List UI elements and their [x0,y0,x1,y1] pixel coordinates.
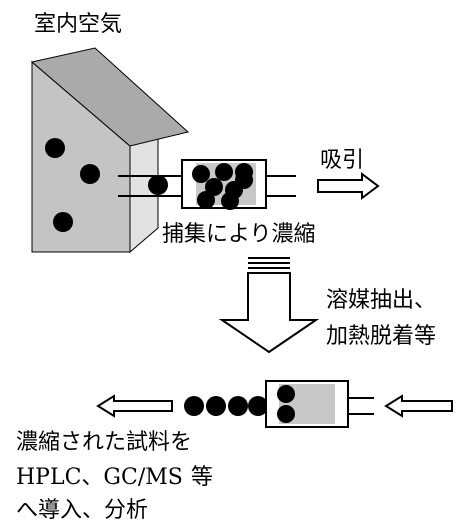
output-arrow [96,394,173,418]
instrument-names: HPLC、GC/MS [16,465,183,490]
particle [277,385,295,403]
particle [205,178,223,196]
room-roof [30,47,190,147]
particle [45,138,65,158]
extraction-label-line2: 加熱脱着等 [326,324,437,349]
result-label-line3: へ導入、分析 [16,498,149,523]
eluted-particles [184,396,268,416]
particle [197,191,215,209]
collection-cartridge [181,159,267,210]
particle-in-tube [148,175,168,195]
suction-label: 吸引 [320,148,365,173]
particle [53,212,73,232]
particle [192,165,210,183]
particle [277,405,295,423]
particle [235,171,253,189]
process-down-arrow [218,257,320,354]
particle [215,163,233,181]
result-label-line2: HPLC、GC/MS 等 [16,467,213,489]
extraction-label-line1: 溶媒抽出、 [326,288,437,313]
particle [221,192,239,210]
input-arrow [384,394,453,418]
particle [248,396,268,416]
room-air-label: 室内空気 [34,12,123,37]
down-arrow-shape [218,272,320,354]
collection-label: 捕集により濃縮 [162,222,316,247]
particle [206,396,226,416]
particle [80,164,100,184]
result-label-line1: 濃縮された試料を [16,430,193,455]
suction-arrow [317,172,380,200]
etc-suffix: 等 [190,465,213,490]
particle [228,396,248,416]
bottom-cartridge [265,380,349,428]
particle [184,396,204,416]
room-box [30,47,190,254]
room-particles [45,138,100,232]
